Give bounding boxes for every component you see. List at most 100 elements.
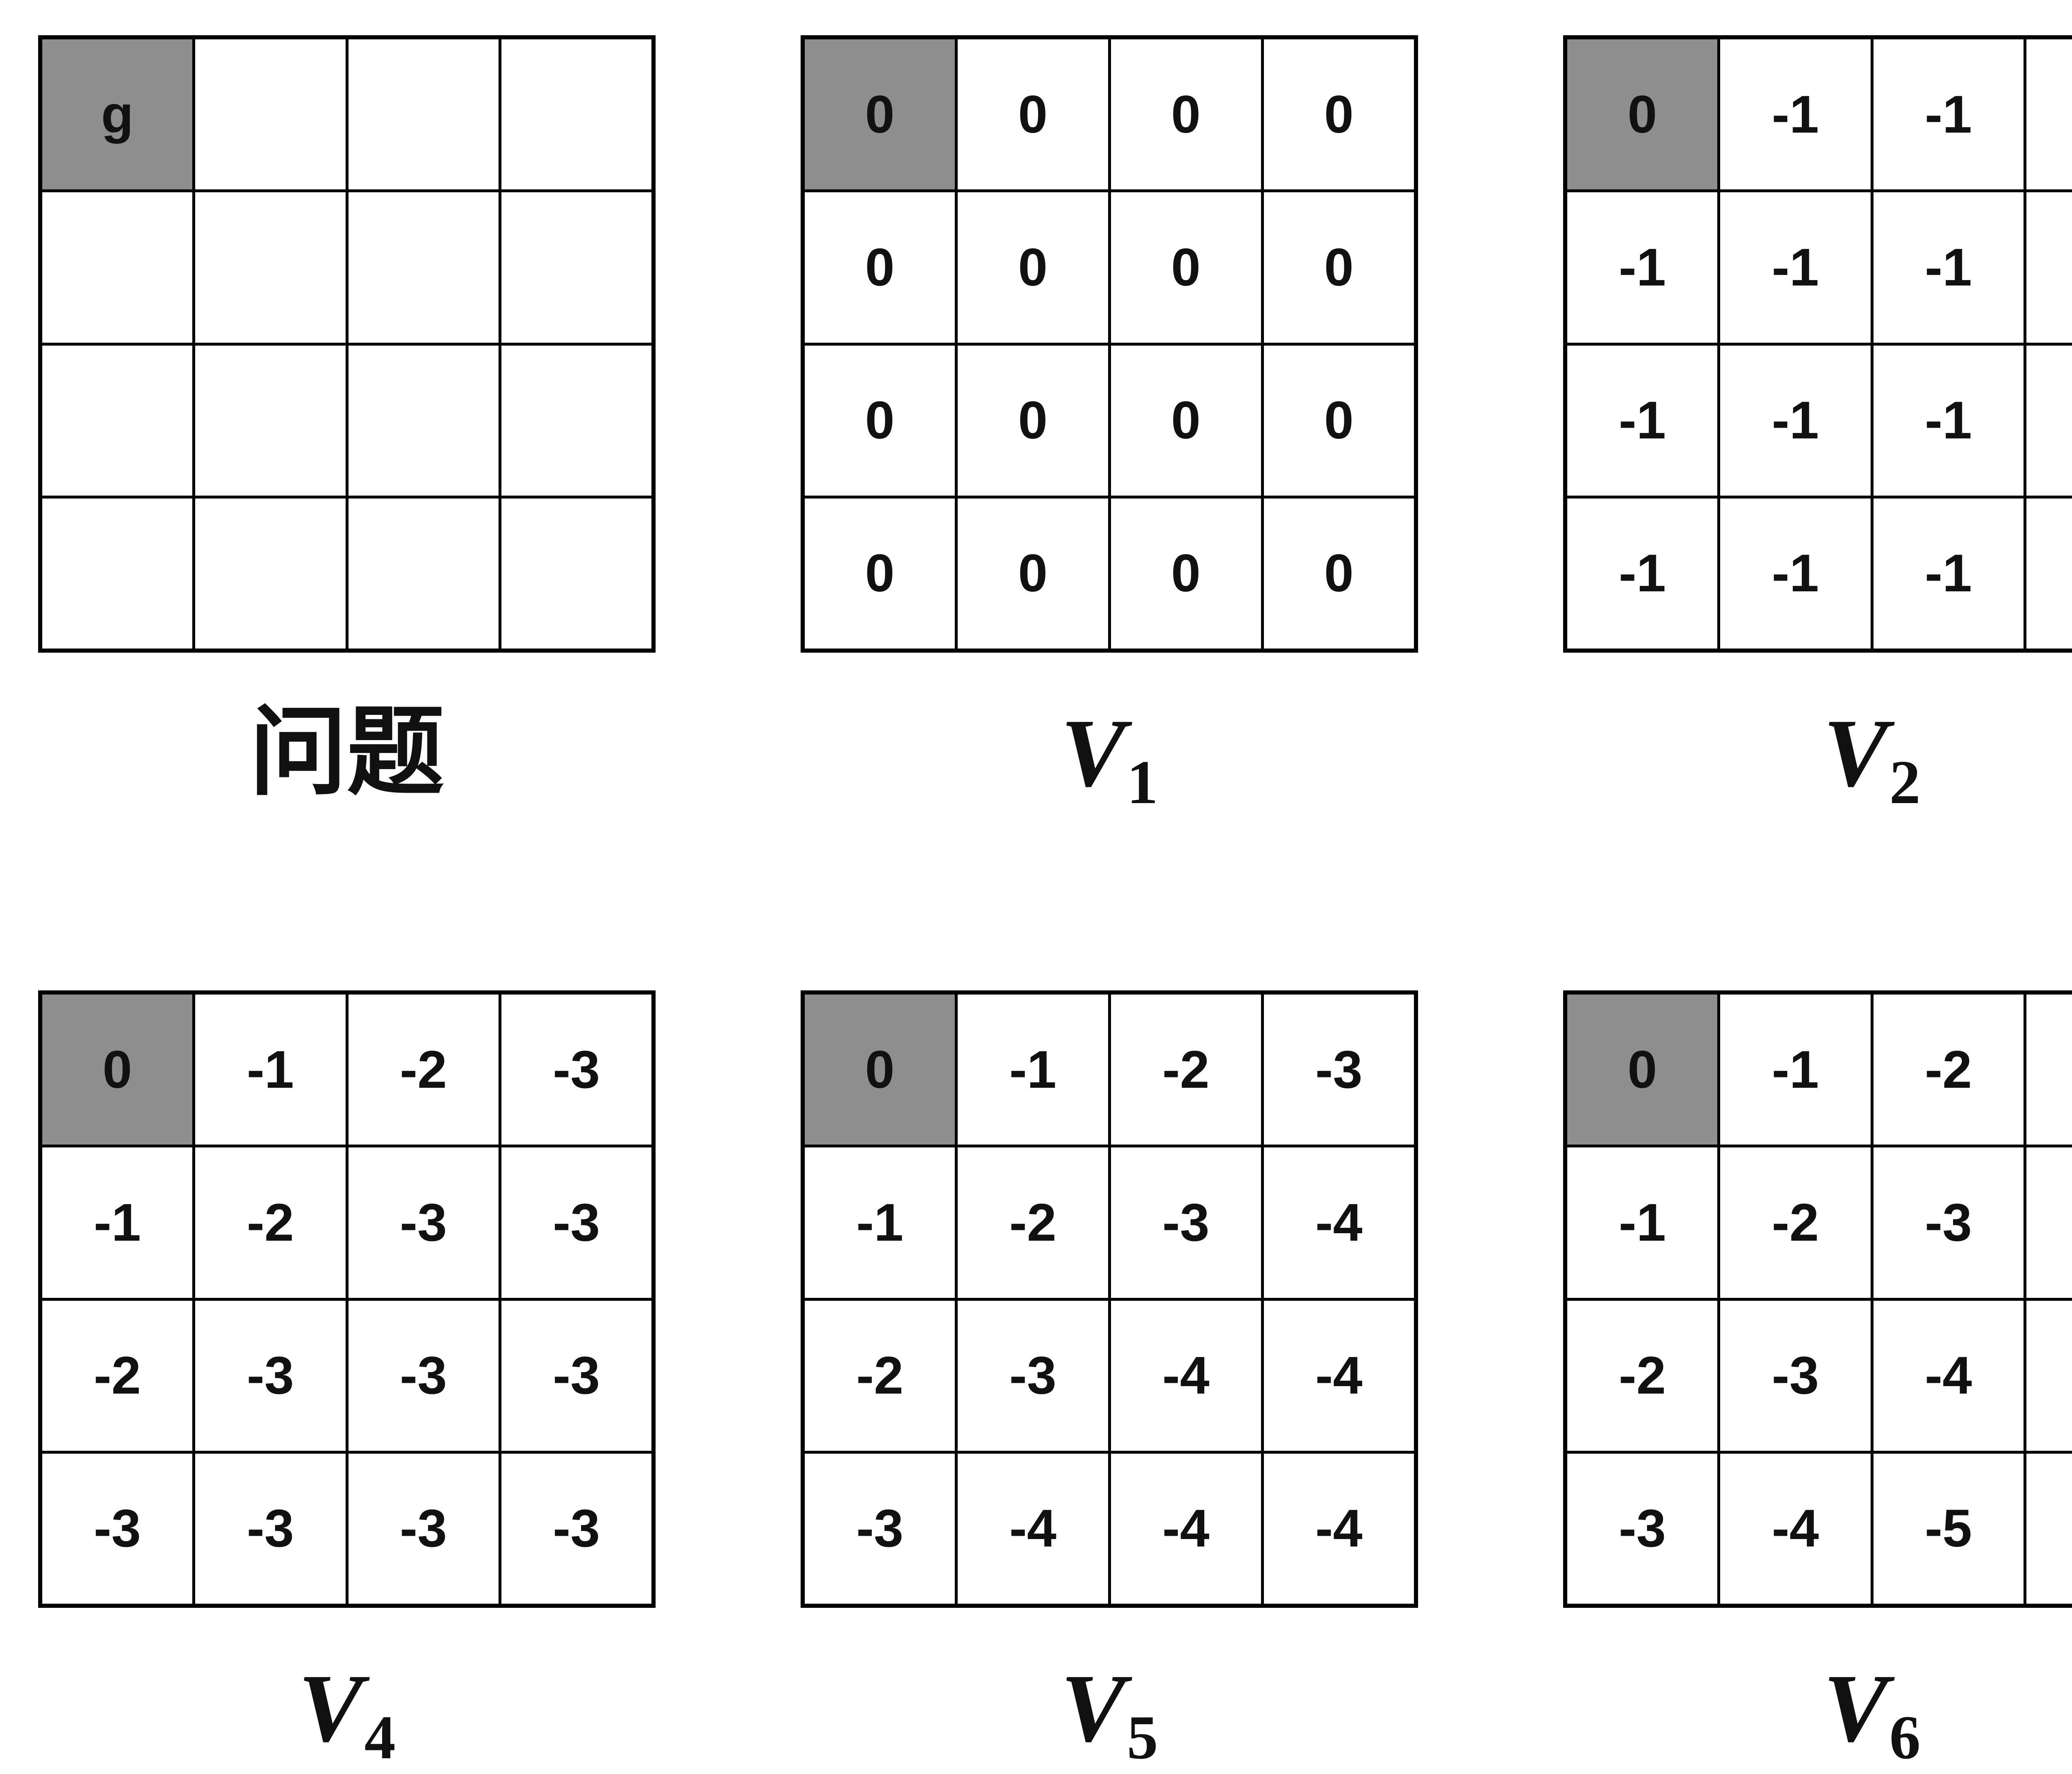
grid-cell: 0 [1264,498,1414,649]
grid-cell: -2 [1720,1147,1871,1298]
grid-cell: -4 [2026,1147,2072,1298]
grid-cell: -3 [958,1300,1108,1451]
grid-cell [348,192,499,343]
label-v1: V1 [1061,704,1158,813]
grid-cell: -2 [42,1300,193,1451]
grid-cell: -2 [805,1300,955,1451]
goal-cell: 0 [1567,995,1718,1145]
label-problem: 问题 [249,704,444,802]
grid-cell: 0 [805,345,955,496]
grid-cell: -1 [1720,192,1871,343]
grid-cell: -3 [1264,995,1414,1145]
label-v5: V5 [1061,1660,1158,1769]
grid-cell: 0 [1111,192,1261,343]
label-subscript: 1 [1127,748,1158,817]
grid-cell: -4 [958,1453,1108,1604]
grid-cell: -3 [1111,1147,1261,1298]
grid-cell: -4 [1873,1300,2024,1451]
grid-cell: -1 [958,995,1108,1145]
panel-v4: 0-1-2-3-1-2-3-3-2-3-3-3-3-3-3-3 V4 [38,990,656,1769]
label-subscript: 6 [1889,1703,1921,1772]
grid-cell [195,192,346,343]
grid-cell: -1 [42,1147,193,1298]
grid-cell: -1 [1873,498,2024,649]
label-v2: V2 [1823,704,1921,813]
grid-cell: -1 [2026,498,2072,649]
grid-cell: 0 [958,345,1108,496]
goal-cell: 0 [42,995,193,1145]
grid-cell: -1 [2026,345,2072,496]
grid-cell: -1 [1567,498,1718,649]
grid-cell: 0 [1264,345,1414,496]
goal-cell: 0 [805,995,955,1145]
grid-cell: 0 [805,192,955,343]
grid-cell [195,498,346,649]
grid-cell: -3 [348,1453,499,1604]
grid-v2: 0-1-1-1-1-1-1-1-1-1-1-1-1-1-1-1 [1563,35,2072,653]
grid-cell: -3 [501,995,651,1145]
label-v4: V4 [298,1660,396,1769]
grid-cell: -1 [805,1147,955,1298]
grid-cell [501,39,651,190]
grid-cell: -3 [348,1300,499,1451]
grid-cell: -4 [1264,1300,1414,1451]
grid-cell: -1 [2026,192,2072,343]
grid-cell: 0 [1264,192,1414,343]
panel-problem: g 问题 [38,35,656,802]
grid-cell: -3 [501,1300,651,1451]
grid-cell [501,192,651,343]
grid-cell [195,39,346,190]
grid-cell: -1 [195,995,346,1145]
label-text: 问题 [249,699,444,807]
grid-cell: -3 [1567,1453,1718,1604]
grid-cell: -3 [805,1453,955,1604]
grid-v4: 0-1-2-3-1-2-3-3-2-3-3-3-3-3-3-3 [38,990,656,1608]
grid-cell [348,39,499,190]
grid-cell: -5 [2026,1453,2072,1604]
grid-cell [501,498,651,649]
grid-cell: -3 [1873,1147,2024,1298]
label-subscript: 2 [1889,748,1921,817]
goal-cell: g [42,39,193,190]
grid-cell: -4 [1720,1453,1871,1604]
grid-cell: 0 [1111,39,1261,190]
grid-cell: -1 [1873,192,2024,343]
grid-cell: -1 [1720,995,1871,1145]
grid-cell: -1 [1567,345,1718,496]
grid-cell [195,345,346,496]
grid-cell: -2 [195,1147,346,1298]
grid-cell [42,192,193,343]
grid-cell [42,345,193,496]
label-base: V [298,1654,363,1762]
panel-v6: 0-1-2-3-1-2-3-4-2-3-4-5-3-4-5-5 V6 [1563,990,2072,1769]
goal-cell: 0 [1567,39,1718,190]
grid-cell: 0 [958,498,1108,649]
grid-cell: -3 [501,1453,651,1604]
grid-cell: -5 [2026,1300,2072,1451]
grid-cell: -1 [1720,345,1871,496]
grid-cell: 0 [958,39,1108,190]
grid-cell: -2 [958,1147,1108,1298]
grid-problem: g [38,35,656,653]
grid-cell: -4 [1111,1300,1261,1451]
grid-cell [501,345,651,496]
grid-cell: -1 [1567,1147,1718,1298]
grid-cell: -3 [501,1147,651,1298]
panel-v5: 0-1-2-3-1-2-3-4-2-3-4-4-3-4-4-4 V5 [801,990,1418,1769]
grid-cell: -3 [2026,995,2072,1145]
grid-cell [348,498,499,649]
grid-cell: -3 [1720,1300,1871,1451]
label-base: V [1060,699,1126,807]
goal-cell: 0 [805,39,955,190]
grid-cell: -2 [348,995,499,1145]
grid-cell: -1 [1873,345,2024,496]
grid-cell: -2 [1567,1300,1718,1451]
label-v6: V6 [1823,1660,1921,1769]
label-base: V [1060,1654,1126,1762]
grid-cell: -3 [195,1453,346,1604]
grid-cell: -4 [1111,1453,1261,1604]
